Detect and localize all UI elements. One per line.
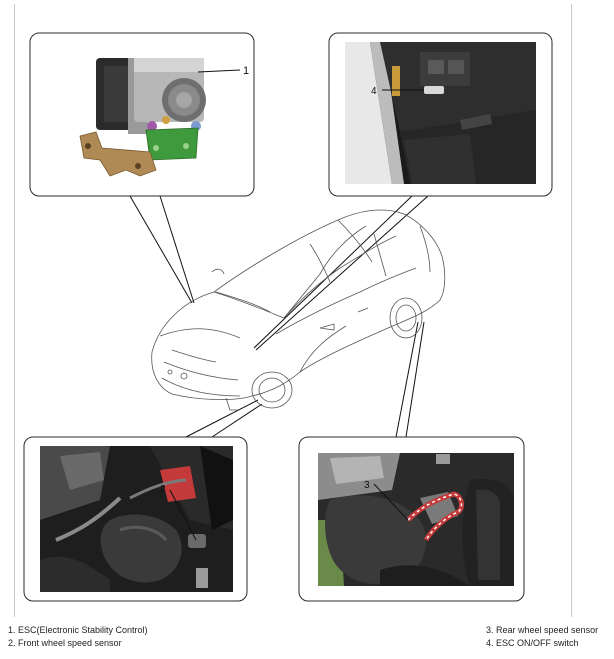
legend-item-4: 4. ESC ON/OFF switch bbox=[486, 638, 579, 648]
vehicle-outline bbox=[151, 209, 446, 411]
legend-item-1: 1. ESC(Electronic Stability Control) bbox=[8, 625, 148, 635]
callout-box-front-wheel-sensor: 2 bbox=[23, 436, 248, 602]
leader-line-rear-right bbox=[405, 321, 425, 438]
leader-line-front-left bbox=[185, 399, 259, 438]
leader-line-switch-left bbox=[253, 195, 413, 349]
esc-modulator-illustration bbox=[96, 58, 206, 134]
callout-number-3: 3 bbox=[364, 480, 370, 491]
esc-bracket-green bbox=[145, 127, 199, 161]
leader-line-esc-right bbox=[159, 195, 195, 304]
callout-number-4: 4 bbox=[371, 86, 377, 97]
callout-box-rear-wheel-sensor: 3 bbox=[298, 436, 525, 602]
leader-line-rear-left bbox=[395, 321, 419, 438]
callout-number-2: 2 bbox=[160, 484, 166, 495]
legend-item-2: 2. Front wheel speed sensor bbox=[8, 638, 122, 648]
legend-left: 1. ESC(Electronic Stability Control) 2. … bbox=[8, 624, 148, 650]
leader-line-esc-left bbox=[129, 195, 193, 304]
leader-line-switch-right bbox=[255, 195, 429, 351]
legend-right: 3. Rear wheel speed sensor 4. ESC ON/OFF… bbox=[486, 624, 598, 650]
callout-box-esc-unit: 1 bbox=[29, 32, 255, 197]
callout-number-1: 1 bbox=[243, 65, 249, 77]
front-sensor-photo bbox=[40, 446, 233, 592]
callout-box-esc-switch: 4 bbox=[328, 32, 553, 197]
switch-photo bbox=[345, 42, 536, 184]
legend-item-3: 3. Rear wheel speed sensor bbox=[486, 625, 599, 635]
leader-lines bbox=[129, 195, 429, 438]
leader-line-front-right bbox=[211, 403, 263, 438]
rear-sensor-photo bbox=[318, 453, 514, 586]
page-frame bbox=[14, 4, 572, 617]
